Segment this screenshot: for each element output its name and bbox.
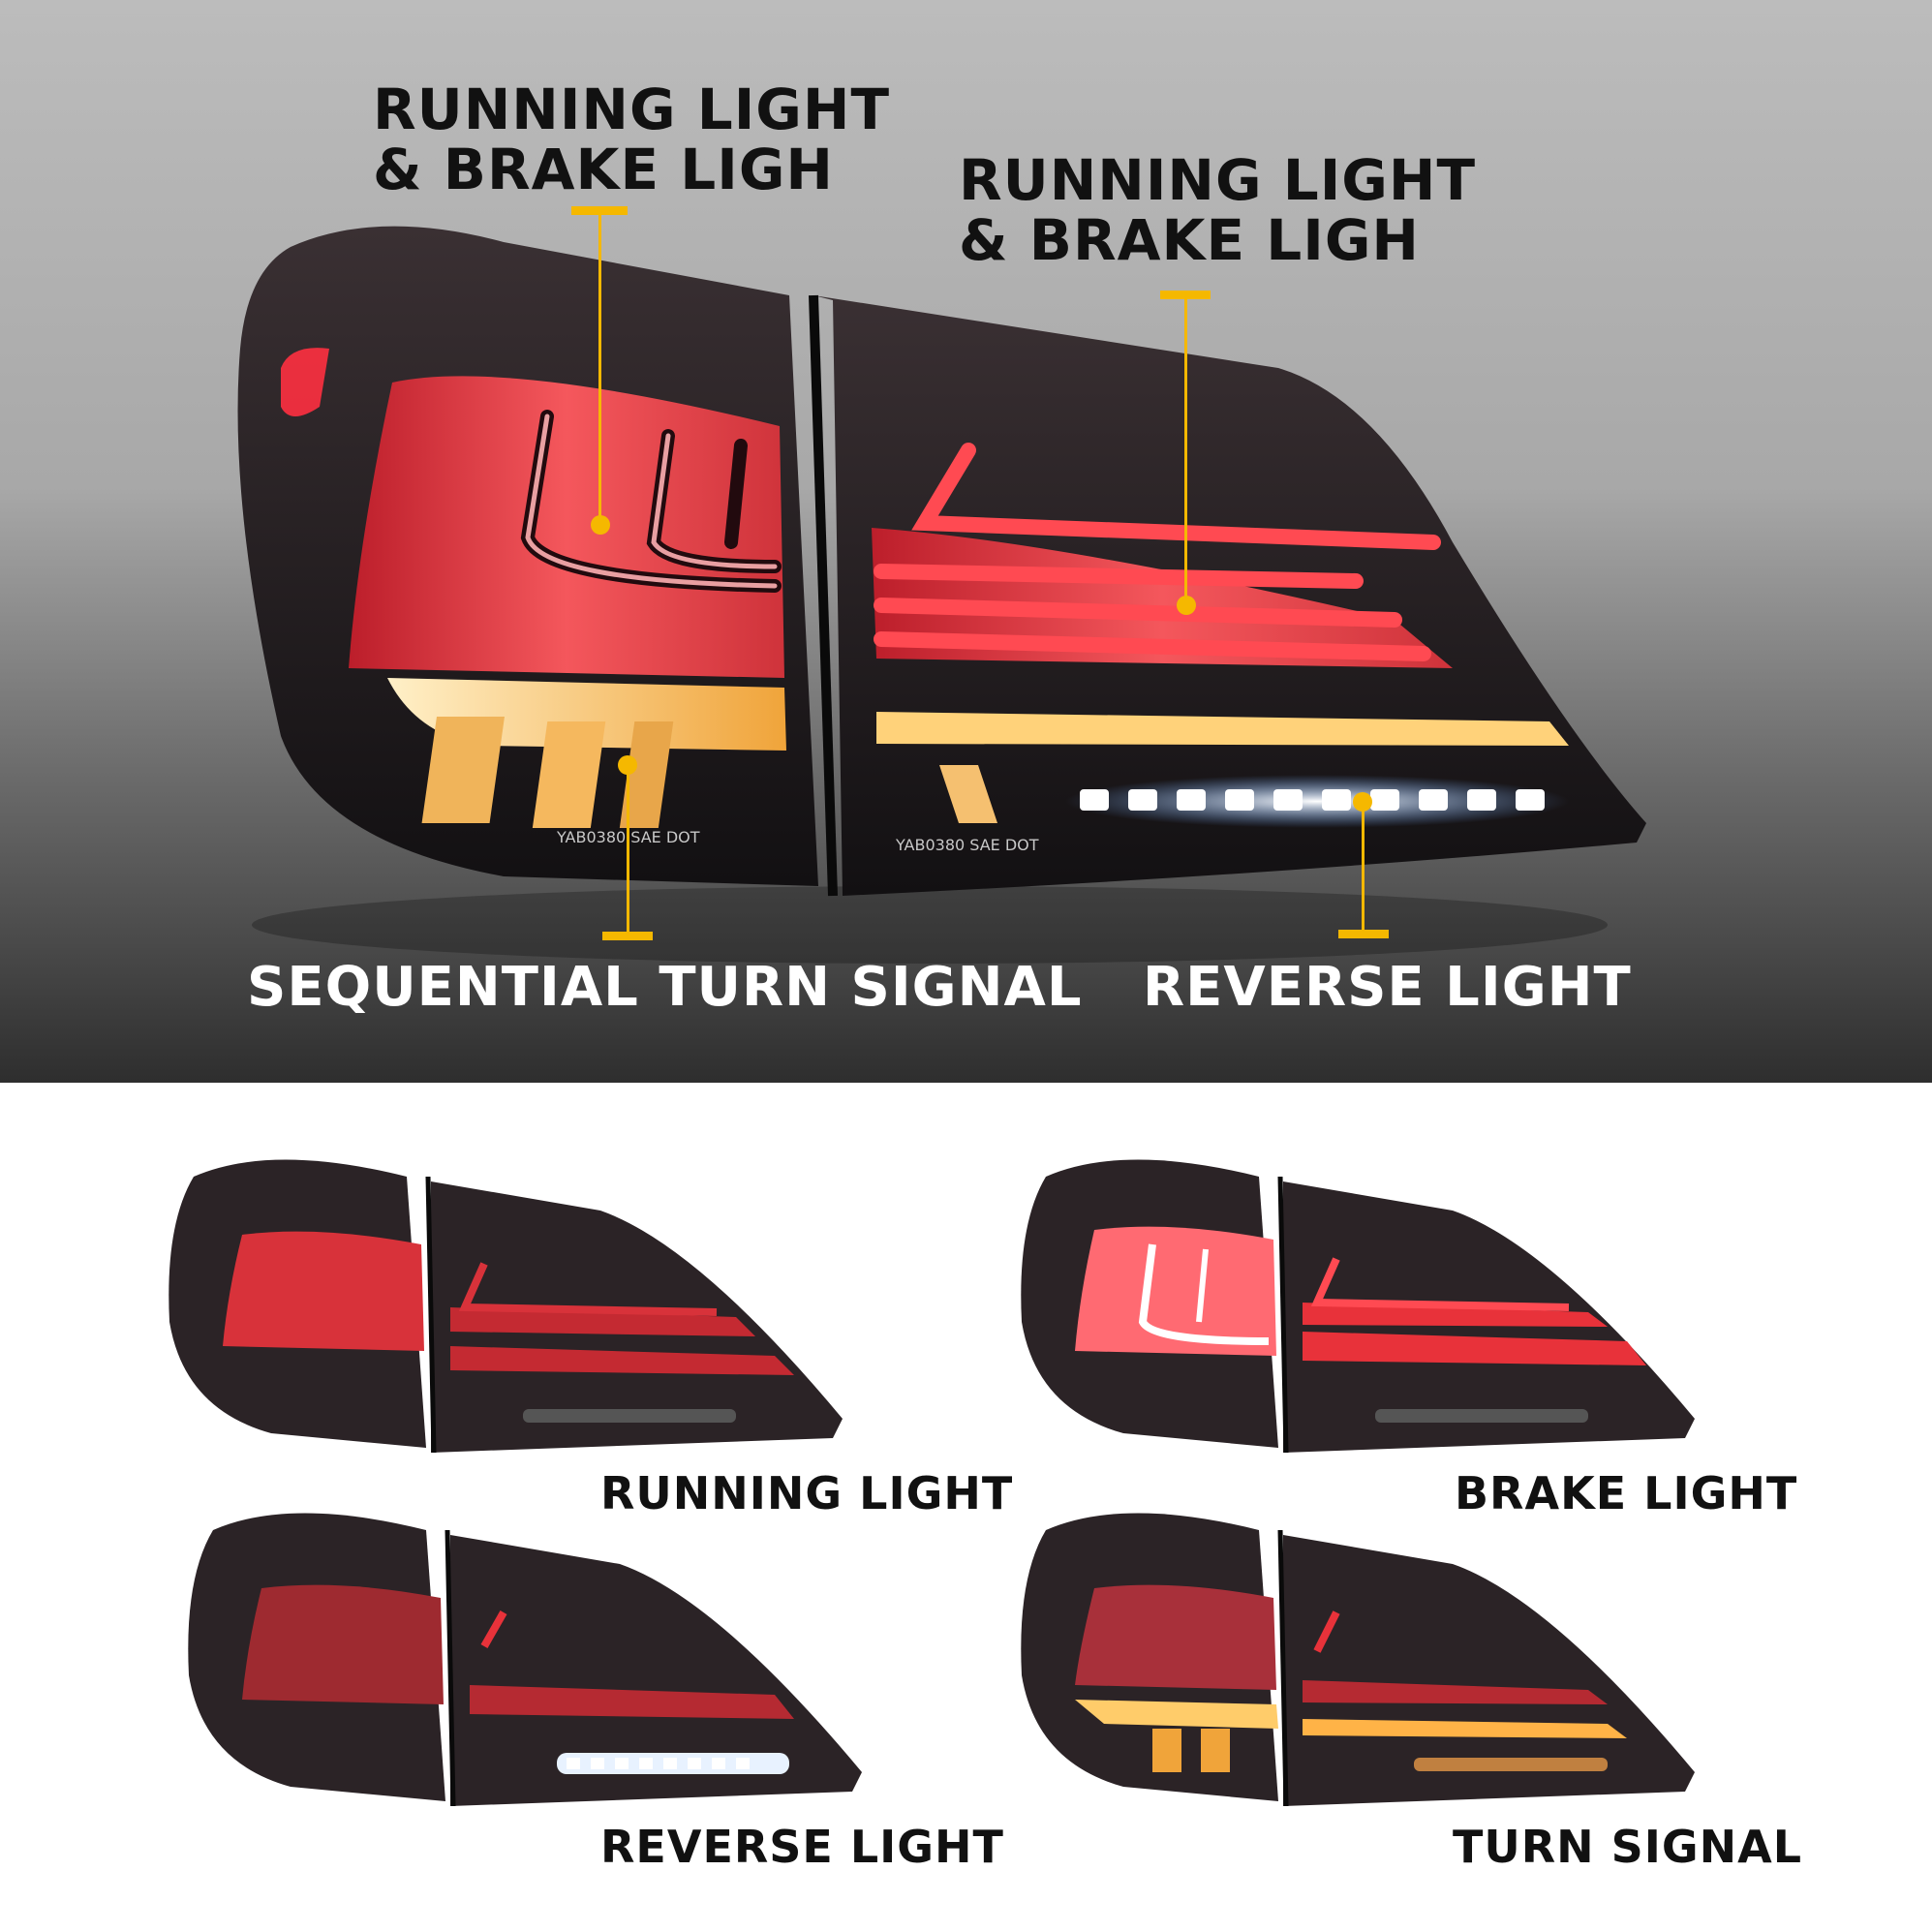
mode-brake-caption: BRAKE LIGHT [1455, 1467, 1798, 1519]
hero-panel: YAB0380 SAE DOT YAB0380 SAE DOT RUNNING … [0, 0, 1932, 1083]
callout-1-line [598, 215, 601, 523]
mode-running-caption: RUNNING LIGHT [600, 1467, 1014, 1519]
mode-reverse-caption: REVERSE LIGHT [600, 1821, 1004, 1873]
taillight-brake-icon [1021, 1159, 1695, 1454]
mode-reverse-image [174, 1491, 891, 1811]
callout-1-label: RUNNING LIGHT & BRAKE LIGH [373, 79, 890, 199]
callout-3-line [627, 765, 629, 935]
callout-3-cap [602, 932, 653, 940]
callout-2-line1: RUNNING LIGHT [959, 147, 1477, 213]
callout-2-dot [1177, 596, 1196, 615]
mode-turn-image [1007, 1491, 1724, 1811]
callout-2-line2: & BRAKE LIGH [959, 207, 1420, 273]
hero-taillight-illustration: YAB0380 SAE DOT YAB0380 SAE DOT [237, 226, 1646, 964]
callout-1-line1: RUNNING LIGHT [373, 77, 891, 142]
taillight-reverse-icon [188, 1513, 862, 1807]
taillight-running-icon [169, 1159, 843, 1454]
callout-3-label: SEQUENTIAL TURN SIGNAL [247, 956, 1083, 1019]
mode-turn-caption: TURN SIGNAL [1453, 1821, 1803, 1873]
callout-4-line [1362, 802, 1365, 933]
mode-running-image [155, 1138, 872, 1457]
lens-marking-right: YAB0380 SAE DOT [895, 836, 1039, 854]
callout-4-cap [1338, 930, 1389, 938]
taillight-turn-icon [1021, 1513, 1695, 1807]
mode-brake-image [1007, 1138, 1724, 1457]
callout-2-label: RUNNING LIGHT & BRAKE LIGH [959, 150, 1476, 270]
callout-2-line [1184, 299, 1187, 599]
callout-2-cap [1160, 291, 1211, 299]
callout-4-label: REVERSE LIGHT [1143, 956, 1632, 1019]
callout-1-line2: & BRAKE LIGH [373, 137, 834, 202]
callout-1-cap [571, 206, 628, 215]
callout-1-dot [591, 515, 610, 535]
